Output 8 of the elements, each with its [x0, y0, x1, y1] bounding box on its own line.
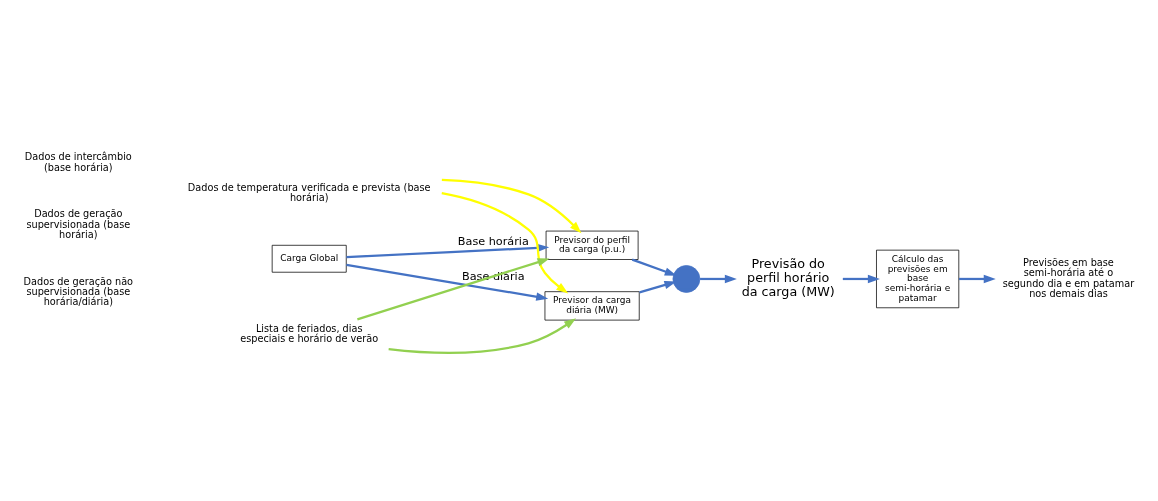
node-text: Dados de geração não supervisionada (base horária/diária) [23, 275, 134, 308]
edge-label: Base horária [457, 235, 529, 249]
node-text: Lista de feriados, dias especiais e horário de verão [240, 322, 379, 345]
node-text: Dados de geração supervisionada (base horária) [26, 208, 131, 241]
node-text: Dados de intercâmbio (base horária) [24, 151, 132, 173]
node-text: Dados de temperatura verificada e prevista (base horária) [187, 181, 431, 204]
node-text: Previsão do perfil horário da carga (MW) [741, 255, 835, 300]
node-text: Previsões em base semi-horária até o segundo dia e em patamar nos demais dias [1002, 256, 1135, 300]
